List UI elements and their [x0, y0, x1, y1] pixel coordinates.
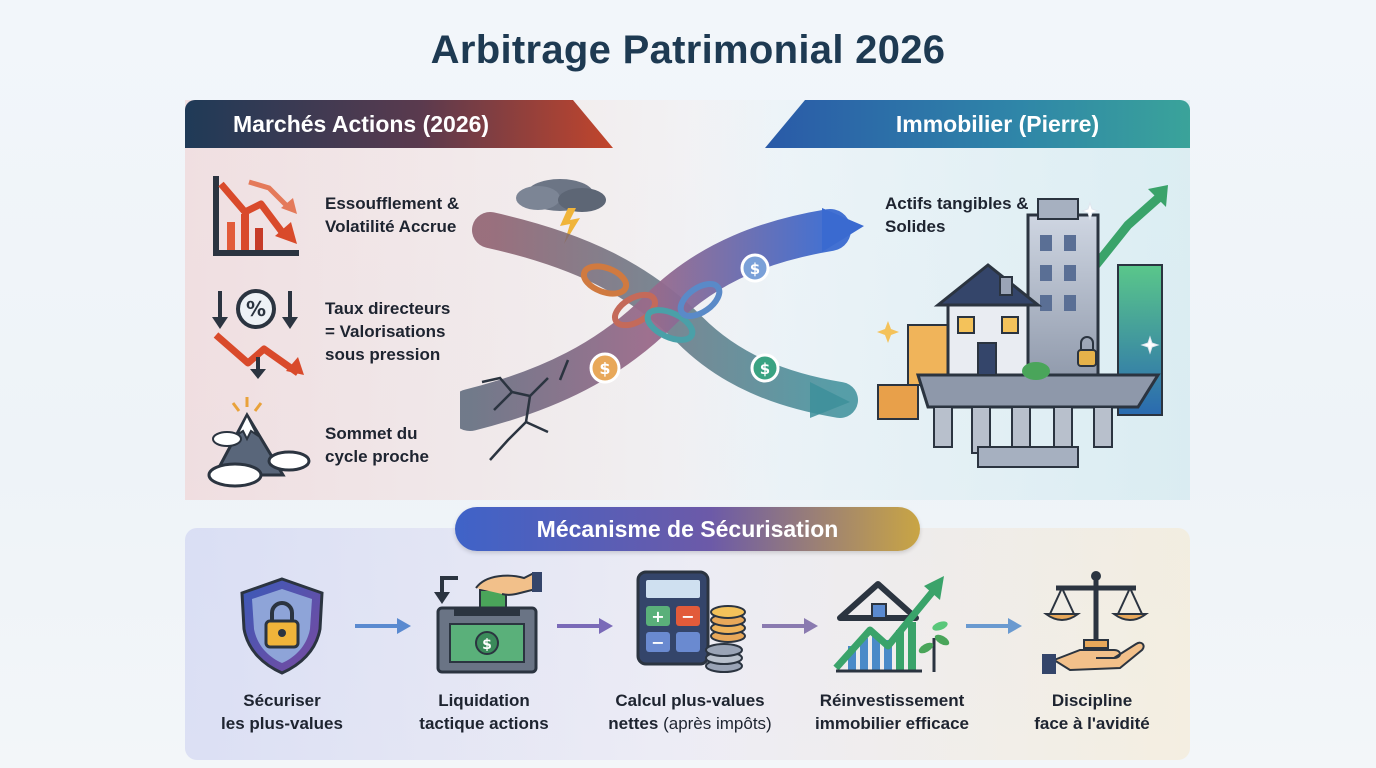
- storm-cloud-icon: [516, 179, 606, 244]
- step-arrow-4: [966, 618, 1022, 634]
- step-liquidation-line1: Liquidation: [438, 691, 530, 710]
- declining-chart-icon: [213, 176, 299, 256]
- equity-item-rates-line3: sous pression: [325, 345, 441, 364]
- mountain-peak-icon: [207, 397, 311, 488]
- step-discipline-line1: Discipline: [1051, 691, 1133, 710]
- real-estate-growth-icon: [877, 185, 1168, 468]
- svg-text:$: $: [599, 359, 610, 378]
- equity-item-rates-line1: Taux directeurs: [325, 299, 451, 318]
- equity-item-rates: Taux directeurs = Valorisations sous pre…: [325, 297, 450, 366]
- step-label-secure: Sécuriser les plus-values: [182, 689, 382, 735]
- step-arrow-2: [557, 618, 613, 634]
- svg-text:$: $: [482, 637, 492, 653]
- real-estate-item-line2: Solides: [885, 217, 946, 236]
- interest-rate-icon: %: [212, 289, 304, 379]
- step-secure-line2: les plus-values: [221, 714, 343, 733]
- step-label-liquidation: Liquidation tactique actions: [384, 689, 584, 735]
- step-reinvestment-line2: immobilier efficace: [814, 714, 969, 733]
- step-arrow-1: [355, 618, 411, 634]
- page-title: Arbitrage Patrimonial 2026: [430, 28, 946, 72]
- equity-item-rates-line2: = Valorisations: [325, 322, 446, 341]
- balance-scale-icon: [1042, 571, 1150, 674]
- equity-item-cycle: Sommet du cycle proche: [325, 422, 429, 468]
- svg-text:$: $: [750, 260, 760, 278]
- step-label-discipline: Discipline face à l'avidité: [992, 689, 1192, 735]
- svg-text:+: +: [651, 607, 664, 626]
- step-secure-line1: Sécuriser: [243, 691, 321, 710]
- house-growth-icon: [833, 576, 950, 673]
- step-liquidation-line2: tactique actions: [419, 714, 549, 733]
- step-calculation-line1: Calcul plus-values: [615, 691, 765, 710]
- step-label-reinvestment: Réinvestissement immobilier efficace: [792, 689, 992, 735]
- step-calculation-line2a: nettes: [608, 714, 659, 733]
- capital-flow-illustration: $ $ $: [460, 179, 864, 461]
- real-estate-item-line1: Actifs tangibles &: [885, 194, 1029, 213]
- step-label-calculation: Calcul plus-values nettes (après impôts): [590, 689, 790, 735]
- real-estate-item-tangible: Actifs tangibles & Solides: [885, 192, 1029, 238]
- equity-item-volatility: Essoufflement & Volatilité Accrue: [325, 192, 459, 238]
- step-calculation-line2b: (après impôts): [663, 714, 772, 733]
- equity-item-cycle-line1: Sommet du: [325, 424, 418, 443]
- equity-markets-header: Marchés Actions (2026): [185, 100, 613, 148]
- svg-text:$: $: [760, 360, 770, 378]
- step-discipline-line2: face à l'avidité: [1034, 714, 1150, 733]
- svg-text:−: −: [651, 633, 664, 652]
- equity-item-cycle-line2: cycle proche: [325, 447, 429, 466]
- step-calculation-line2: nettes (après impôts): [590, 712, 790, 735]
- mechanism-title: Mécanisme de Sécurisation: [455, 507, 920, 551]
- equity-item-volatility-line1: Essoufflement &: [325, 194, 460, 213]
- svg-text:−: −: [681, 607, 694, 626]
- step-reinvestment-line1: Réinvestissement: [819, 691, 965, 710]
- calculator-coins-icon: + − −: [636, 570, 746, 673]
- svg-text:%: %: [246, 297, 266, 321]
- shield-lock-icon: [240, 577, 324, 675]
- real-estate-header: Immobilier (Pierre): [765, 100, 1190, 148]
- cash-register-icon: $: [434, 572, 542, 674]
- equity-item-volatility-line2: Volatilité Accrue: [325, 217, 457, 236]
- step-arrow-3: [762, 618, 818, 634]
